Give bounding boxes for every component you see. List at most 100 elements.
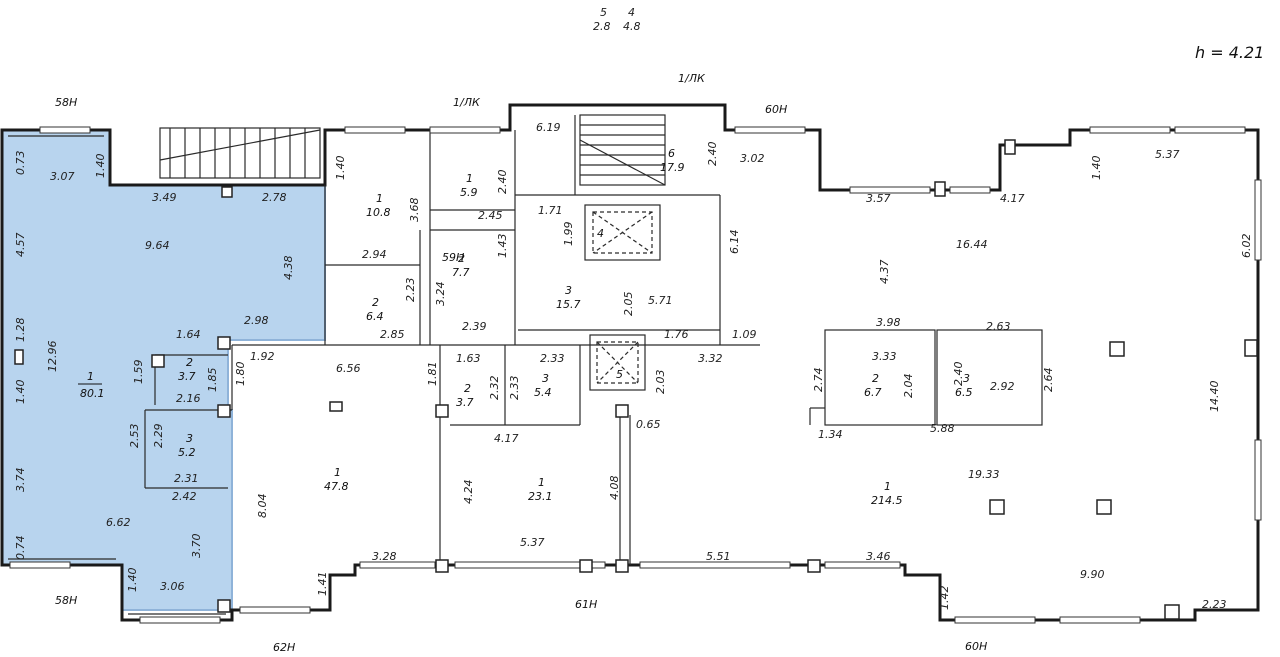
- dim-label: 16.44: [956, 238, 988, 251]
- tag-59h: 59H: [442, 251, 464, 264]
- room-3-7-mid[interactable]: 2 3.7: [456, 382, 474, 409]
- room-5-4[interactable]: 3 5.4: [534, 372, 552, 399]
- dim-label: 4.17: [494, 432, 519, 445]
- room-5-9[interactable]: 1 5.9: [460, 172, 478, 199]
- dim-label: 2.45: [478, 209, 503, 222]
- room-number: 1: [334, 466, 341, 479]
- dim-label: 2.92: [990, 380, 1015, 393]
- room-number: 1: [538, 476, 545, 489]
- dim-label: 12.96: [46, 341, 59, 373]
- frac-bottom-a: 2.8: [593, 20, 611, 33]
- windows: [9, 126, 1262, 624]
- room-area: 23.1: [528, 490, 553, 503]
- room-area: 47.8: [324, 480, 349, 493]
- dim-label: 3.02: [740, 152, 765, 165]
- dim-label: 2.85: [380, 328, 405, 341]
- room-80-1[interactable]: 1 80.1: [78, 370, 105, 400]
- dim-label: 1.92: [250, 350, 275, 363]
- room-number: 6: [668, 147, 675, 160]
- dim-label: 2.42: [172, 490, 197, 503]
- room-area: 6.7: [864, 386, 882, 399]
- dim-label: 1.41: [316, 572, 329, 597]
- dim-label: 3.70: [190, 534, 203, 559]
- dim-label: 3.74: [14, 468, 27, 493]
- frac-top-b: 4: [628, 6, 635, 19]
- tag-62h: 62H: [273, 641, 295, 654]
- room-number: 2: [372, 296, 379, 309]
- dim-label: 0.74: [14, 536, 27, 561]
- room-10-8[interactable]: 1 10.8: [366, 192, 391, 219]
- dim-label: 2.40: [952, 362, 965, 387]
- dim-label: 3.06: [160, 580, 185, 593]
- room-area: 3.7: [456, 396, 474, 409]
- dimensions: 0.73 3.07 1.40 3.49 2.78 4.57 9.64 4.38 …: [14, 121, 1253, 611]
- room-area: 3.7: [178, 370, 196, 383]
- dim-label: 4.24: [462, 480, 475, 505]
- room-5[interactable]: 5: [616, 368, 623, 381]
- dim-label: 2.23: [404, 278, 417, 303]
- dim-label: 2.33: [508, 376, 521, 401]
- room-area: 5.4: [534, 386, 552, 399]
- dim-label: 1.40: [94, 154, 107, 179]
- dim-label: 5.88: [930, 422, 955, 435]
- room-23-1[interactable]: 1 23.1: [528, 476, 553, 503]
- room-3-7-left[interactable]: 2 3.7: [178, 356, 196, 383]
- dim-label: 1.34: [818, 428, 843, 441]
- dim-label: 1.42: [938, 586, 951, 611]
- interior-rooms-right: [809, 329, 1043, 426]
- room-number: 4: [597, 227, 604, 240]
- dim-label: 2.39: [462, 320, 487, 333]
- frac-bottom-b: 4.8: [623, 20, 641, 33]
- room-6-4[interactable]: 2 6.4: [366, 296, 384, 323]
- tag-58h-top: 58H: [55, 96, 77, 109]
- columns: [14, 139, 1258, 620]
- dim-label: 2.63: [986, 320, 1011, 333]
- room-7-7[interactable]: 2 7.7: [452, 252, 470, 279]
- room-47-8[interactable]: 1 47.8: [324, 466, 349, 493]
- dim-label: 6.56: [336, 362, 361, 375]
- room-6-5[interactable]: 3 6.5: [955, 372, 973, 399]
- dim-label: 9.90: [1080, 568, 1105, 581]
- dim-label: 2.31: [174, 472, 199, 485]
- room-number: 1: [376, 192, 383, 205]
- room-214-5[interactable]: 1 214.5: [871, 480, 903, 507]
- dim-label: 2.78: [262, 191, 287, 204]
- dim-label: 4.08: [608, 476, 621, 501]
- dim-label: 2.16: [176, 392, 201, 405]
- dim-label: 6.02: [1240, 234, 1253, 259]
- dim-label: 4.38: [282, 256, 295, 281]
- tag-60h-bottom: 60H: [965, 640, 987, 653]
- room-number: 3: [186, 432, 193, 445]
- dim-label: 6.62: [106, 516, 131, 529]
- room-area: 17.9: [660, 161, 685, 174]
- room-6-7[interactable]: 2 6.7: [864, 372, 882, 399]
- dim-label: 2.03: [654, 370, 667, 395]
- dim-label: 3.24: [434, 282, 447, 307]
- room-17-9[interactable]: 6 17.9: [660, 147, 685, 174]
- dim-label: 1.99: [562, 222, 575, 247]
- dim-label: 3.68: [408, 198, 421, 223]
- inner-walls: [144, 115, 760, 565]
- tag-1lk-left: 1/ЛК: [453, 96, 481, 109]
- dim-label: 1.40: [14, 380, 27, 405]
- dim-label: 6.19: [536, 121, 561, 134]
- dim-label: 6.14: [728, 230, 741, 255]
- dim-label: 2.40: [496, 170, 509, 195]
- room-number: 2: [872, 372, 879, 385]
- dim-label: 1.80: [234, 362, 247, 387]
- dim-label: 1.63: [456, 352, 481, 365]
- dim-label: 1.64: [176, 328, 201, 341]
- elevator-shaft-4: [584, 204, 661, 261]
- room-area: 214.5: [871, 494, 903, 507]
- dim-label: 3.98: [876, 316, 901, 329]
- dim-label: 1.85: [206, 368, 219, 393]
- dim-label: 4.37: [878, 260, 891, 285]
- dim-label: 2.74: [812, 368, 825, 393]
- dim-label: 1.28: [14, 318, 27, 343]
- dim-label: 1.43: [496, 234, 509, 259]
- room-4[interactable]: 4: [597, 227, 604, 240]
- room-5-2[interactable]: 3 5.2: [178, 432, 196, 459]
- room-number: 1: [884, 480, 891, 493]
- room-number: 2: [464, 382, 471, 395]
- room-15-7[interactable]: 3 15.7: [556, 284, 581, 311]
